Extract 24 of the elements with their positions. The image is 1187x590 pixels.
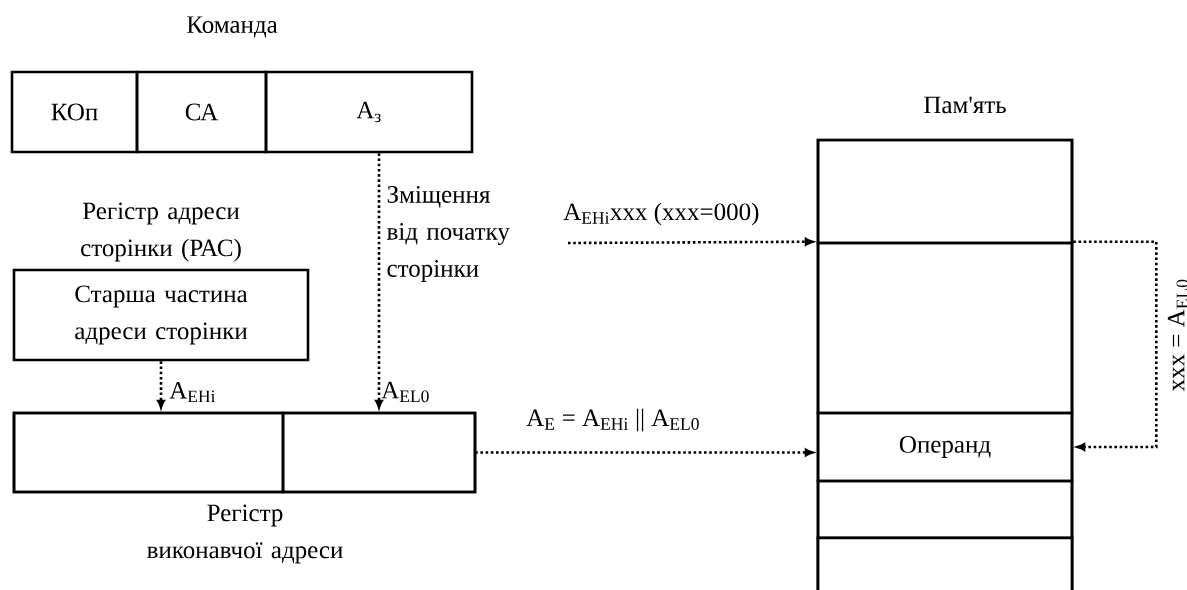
instruction-field: A$_{з}$ xyxy=(264,70,474,154)
memory-cell xyxy=(816,479,1074,540)
node-label: Регістр виконавчої адреси xyxy=(147,504,343,564)
arrow xyxy=(1073,240,1158,451)
arrow xyxy=(568,237,814,246)
edge-label: A$_{EHi}$ xyxy=(169,381,216,403)
instruction-field: КОп xyxy=(10,70,139,154)
register-heading: Регістр адреси сторінки (РАС) xyxy=(81,202,241,262)
instruction-field: СА xyxy=(135,70,268,154)
edge-label: A$_{EL0}$ xyxy=(381,381,429,403)
arrow xyxy=(157,361,165,409)
heading: Команда xyxy=(187,16,278,38)
memory-cell xyxy=(816,536,1074,590)
memory-cell xyxy=(816,138,1074,245)
edge-label: A$_{E}$ = A$_{EHi}$ || A$_{EL0}$ xyxy=(526,408,699,432)
register-field xyxy=(12,411,285,494)
register-field xyxy=(281,411,477,494)
edge-label: A$_{EHi}$xxx (xxx=000) xyxy=(563,202,759,226)
arrow xyxy=(375,153,383,409)
memory-cell: Операнд xyxy=(816,411,1074,483)
edge-note: Зміщення від початку сторінки xyxy=(387,186,510,282)
register-box: Старша частина адреси сторінки xyxy=(12,268,310,362)
node-label: Пам'ять xyxy=(924,96,1006,114)
memory-cell xyxy=(816,241,1074,415)
